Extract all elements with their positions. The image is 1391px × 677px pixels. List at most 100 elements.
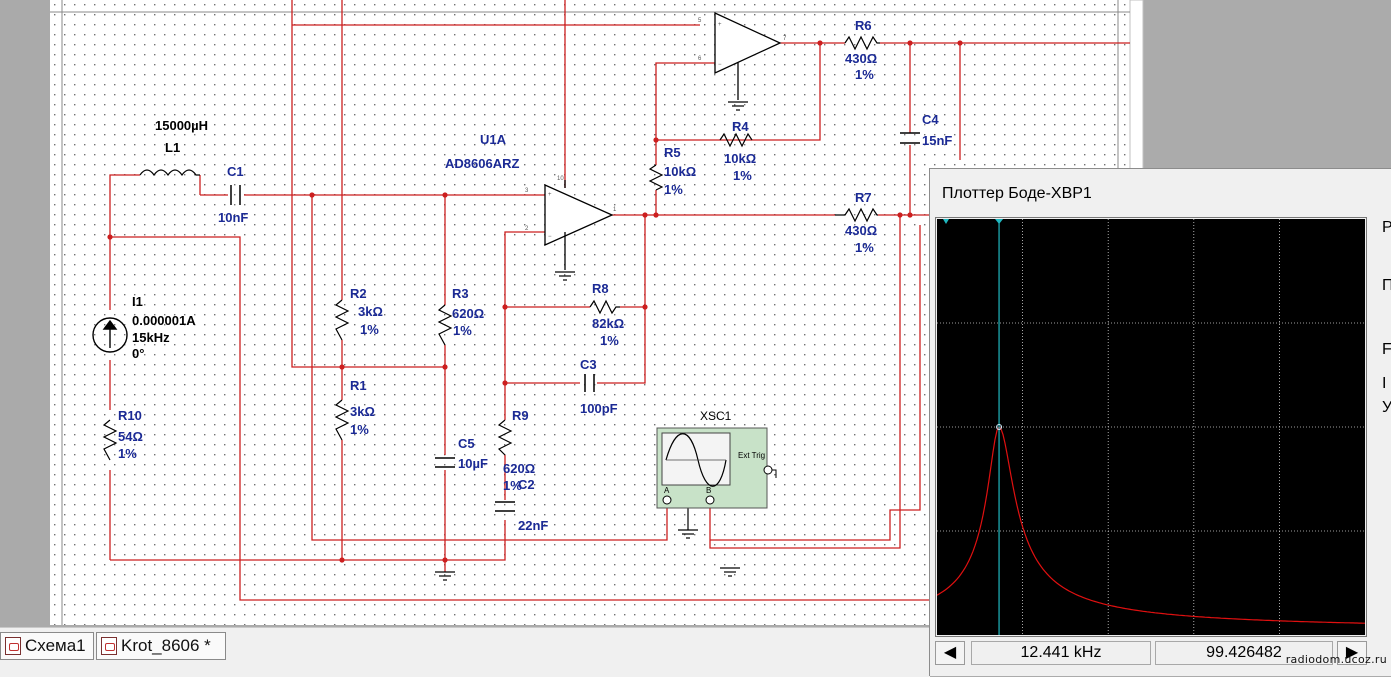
svg-text:6: 6 [698,56,702,62]
tab-krot-8606[interactable]: Krot_8606 * [96,632,226,660]
bode-magnitude-curve [937,426,1365,624]
r9-value-label: 620Ω [503,461,535,476]
cursor-right-button[interactable]: ▶ [1337,641,1367,665]
left-arrow-icon: ◀ [943,644,957,661]
cursor-left-marker [943,219,949,224]
capacitor-c5-symbol[interactable] [435,457,455,468]
r10-ref-label: R10 [118,408,142,423]
r6-ref-label: R6 [855,18,872,33]
r4-value-label: 10kΩ [724,151,756,166]
current-source-i1-symbol[interactable] [92,317,128,353]
svg-text:−: − [548,234,552,240]
side-letter: П [1382,277,1391,294]
c1-value-label: 10nF [218,210,248,225]
r1-tol-label: 1% [350,422,369,437]
resistor-r3-symbol[interactable] [437,304,453,346]
c2-value-label: 22nF [518,518,548,533]
bode-plotter-window[interactable]: Плоттер Боде-XBP1 Р П F I У ◀ 12.441 kHz… [929,168,1391,676]
u1a-model-label: AD8606ARZ [445,156,519,171]
tab-label: Krot_8606 * [121,636,211,655]
i1-ref-label: I1 [132,294,143,309]
cursor-left-button[interactable]: ◀ [935,641,965,665]
capacitor-c1-symbol[interactable] [230,185,241,205]
plot-frame [935,217,1367,637]
r3-value-label: 620Ω [452,306,484,321]
xsc1-channel-a-label: A [664,486,670,495]
r6-value-label: 430Ω [845,51,877,66]
i1-value-label: 0.000001A [132,313,196,328]
l1-value-label: 15000µH [155,118,208,133]
cursor-top-marker[interactable] [995,219,1004,224]
bode-plot-area[interactable] [937,219,1365,635]
r8-ref-label: R8 [592,281,609,296]
opamp-u1a-pins: +− 32 101 [525,176,617,240]
tab-label: Схема1 [25,636,86,655]
resistor-r8-symbol[interactable] [589,299,620,315]
resistor-r6-symbol[interactable] [844,35,880,51]
resistor-r2-symbol[interactable] [334,299,350,341]
r4-ref-label: R4 [732,119,749,134]
r1-value-label: 3kΩ [350,404,375,419]
opamp-u1a-symbol[interactable] [544,180,614,270]
svg-text:2: 2 [525,226,529,232]
opamp-u1b-symbol[interactable] [714,11,782,100]
tab-schema1[interactable]: Схема1 [0,632,94,660]
resistor-r9-symbol[interactable] [497,419,513,456]
i1-phase-label: 0° [132,346,144,361]
c3-ref-label: C3 [580,357,597,372]
opamp-u1b-pins: +− 56 7 [698,18,787,68]
c1-ref-label: C1 [227,164,244,179]
resistor-r4-symbol[interactable] [719,132,753,148]
r7-ref-label: R7 [855,190,872,205]
schematic-doc-icon [101,637,117,655]
side-letter: I [1382,375,1387,392]
xsc1-ext-trig-label: Ext Trig [738,451,765,460]
workspace-left-margin [0,0,50,632]
svg-text:7: 7 [783,36,787,42]
side-letter: Р [1382,219,1391,236]
document-tab-bar: Схема1 Krot_8606 * [0,627,930,677]
resistor-r7-symbol[interactable] [835,207,878,223]
xsc1-ref-label: XSC1 [700,409,732,423]
watermark-text: radiodom.ucoz.ru [1285,653,1387,666]
resistor-r1-symbol[interactable] [334,399,350,441]
xsc1-channel-b-label: B [706,486,711,495]
r5-ref-label: R5 [664,145,681,160]
resistor-r10-symbol[interactable] [102,419,118,461]
oscilloscope-xsc1[interactable] [656,427,777,509]
r8-value-label: 82kΩ [592,316,624,331]
capacitor-c3-symbol[interactable] [584,374,595,392]
r3-tol-label: 1% [453,323,472,338]
c4-ref-label: C4 [922,112,939,127]
magnitude-readout: 99.426482 [1155,641,1333,665]
plotter-side-panel-clipped: Р П F I У [1372,209,1391,509]
capacitor-c4-symbol[interactable] [900,132,920,144]
junctions [107,40,963,563]
svg-text:1: 1 [613,207,617,213]
r2-value-label: 3kΩ [358,304,383,319]
r9-ref-label: R9 [512,408,529,423]
wires[interactable] [109,0,1130,601]
i1-freq-label: 15kHz [132,330,170,345]
svg-text:−: − [718,62,722,68]
plotter-title: Плоттер Боде-XBP1 [942,185,1092,202]
resistor-r5-symbol[interactable] [648,164,664,191]
cursor-intersection-point [996,424,1003,430]
svg-text:+: + [548,192,552,198]
inductor-l1-symbol[interactable] [139,169,200,177]
capacitor-c2-symbol[interactable] [495,501,515,512]
c4-value-label: 15nF [922,133,952,148]
plotter-readout-row: ◀ 12.441 kHz 99.426482 ▶ [935,641,1367,665]
r9-tol-label: 1% [503,478,522,493]
c5-value-label: 10µF [458,456,488,471]
plot-grid [937,219,1365,635]
u1a-ref-label: U1A [480,132,507,147]
r8-tol-label: 1% [600,333,619,348]
svg-text:5: 5 [698,18,702,24]
r5-tol-label: 1% [664,182,683,197]
r7-value-label: 430Ω [845,223,877,238]
r7-tol-label: 1% [855,240,874,255]
r4-tol-label: 1% [733,168,752,183]
right-arrow-icon: ▶ [1345,644,1359,661]
svg-text:10: 10 [557,176,564,182]
